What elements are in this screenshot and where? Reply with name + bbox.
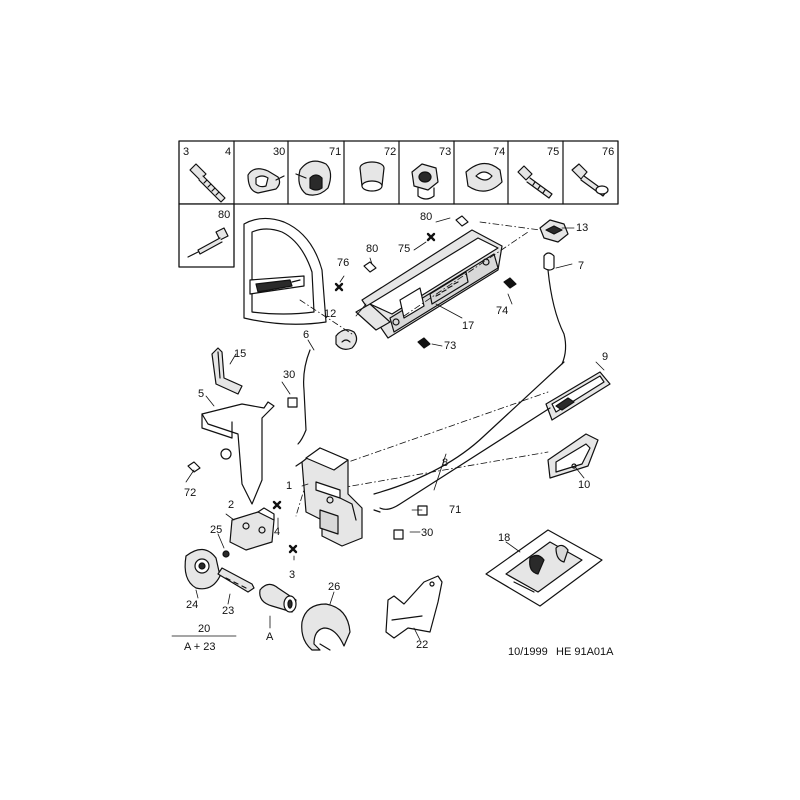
- panel-label: 72: [384, 146, 396, 158]
- grommet-icon: [359, 161, 385, 192]
- guide-lines: [295, 221, 549, 517]
- callout-75: 75: [398, 243, 410, 255]
- callout-18: 18: [498, 532, 510, 544]
- lever-clip: [335, 329, 358, 350]
- callout-10: 10: [578, 479, 590, 491]
- screw-icon: [571, 163, 609, 197]
- callout-8: 8: [442, 457, 448, 469]
- callout-25: 25: [210, 524, 222, 536]
- callout-80: 80: [420, 211, 432, 223]
- lock-cylinder: [259, 583, 297, 613]
- panel-label: 75: [547, 146, 559, 158]
- module-18: [485, 529, 603, 607]
- pad-markers: [417, 277, 517, 349]
- callout-A: A: [266, 631, 274, 643]
- callout-26: 26: [328, 581, 340, 593]
- callout-17: 17: [462, 320, 474, 332]
- screw-icon: [517, 165, 553, 199]
- legend-text: A + 23: [184, 641, 216, 653]
- panel-label: 76: [602, 146, 614, 158]
- callout-15: 15: [234, 348, 246, 360]
- panel-label: 74: [493, 146, 505, 158]
- key: [217, 567, 255, 593]
- exterior-handle: [355, 229, 503, 339]
- panel-label: 3: [183, 146, 189, 158]
- callout-12: 12: [324, 308, 336, 320]
- handle-bezel: [547, 433, 599, 479]
- callout-74: 74: [496, 305, 508, 317]
- striker-plate: [229, 507, 275, 551]
- rod-7: [539, 219, 569, 365]
- cross-marks: [272, 232, 436, 554]
- nut-insert-icon: [411, 163, 439, 200]
- callout-9: 9: [602, 351, 608, 363]
- cylinder-cover: [301, 603, 351, 651]
- callout-7: 7: [578, 260, 584, 272]
- interior-handle: [545, 371, 611, 421]
- plate-5: [201, 401, 275, 505]
- callout-30: 30: [421, 527, 433, 539]
- callout-22: 22: [416, 639, 428, 651]
- callout-80: 80: [366, 243, 378, 255]
- door-outline: [243, 217, 327, 325]
- callout-2: 2: [228, 499, 234, 511]
- footer: 10/1999 HE 91A01A: [508, 646, 614, 658]
- callout-72: 72: [184, 487, 196, 499]
- callout-4: 4: [274, 526, 280, 538]
- screw-icon: [189, 163, 226, 203]
- callout-6: 6: [303, 329, 309, 341]
- rods: [297, 349, 565, 513]
- legend-label: 20: [198, 623, 210, 635]
- panel-label: 30: [273, 146, 285, 158]
- callout-76: 76: [337, 257, 349, 269]
- rivet-icon: [187, 227, 229, 258]
- panel-label: 73: [439, 146, 451, 158]
- callout-23: 23: [222, 605, 234, 617]
- callout-24: 24: [186, 599, 198, 611]
- leader-lines: [171, 217, 605, 641]
- footer-code: HE 91A01A: [556, 646, 614, 658]
- callout-5: 5: [198, 388, 204, 400]
- fastener-panel: [178, 140, 619, 268]
- panel-label: 4: [225, 146, 231, 158]
- callouts: 1 2 4 3 5 6 7 8 9 10 12 13 15 17 18 22 2…: [184, 211, 608, 651]
- callout-30: 30: [283, 369, 295, 381]
- callout-13: 13: [576, 222, 588, 234]
- panel-label: 71: [329, 146, 341, 158]
- footer-date: 10/1999: [508, 646, 548, 658]
- legend: 20 A + 23: [184, 623, 216, 653]
- lock-mechanism: [295, 447, 363, 547]
- bracket-22: [385, 575, 443, 639]
- clip-icon: [247, 168, 285, 194]
- callout-71: 71: [449, 504, 461, 516]
- white-markers: [187, 215, 469, 540]
- panel-label: 80: [218, 209, 230, 221]
- washer-pad-icon: [465, 162, 503, 192]
- callout-3: 3: [289, 569, 295, 581]
- rod-clip-icon: [295, 160, 332, 196]
- bracket-15: [211, 347, 243, 395]
- lock-cylinder-housing: [184, 548, 230, 590]
- callout-1: 1: [286, 480, 292, 492]
- callout-73: 73: [444, 340, 456, 352]
